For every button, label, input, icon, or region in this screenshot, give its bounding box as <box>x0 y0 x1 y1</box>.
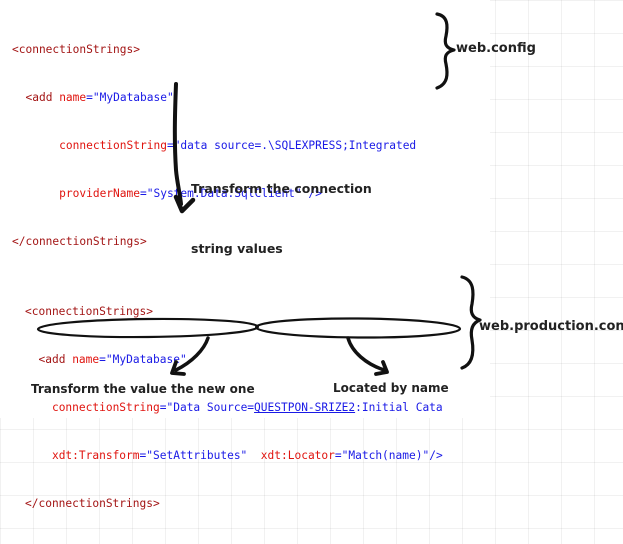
provider-name-value: "System.Data.SqlClient" <box>146 187 302 200</box>
top-line-3: connectionString="data source=.\SQLEXPRE… <box>12 138 416 154</box>
self-close: /> <box>429 449 443 462</box>
top-line-4: providerName="System.Data.SqlClient" /> <box>12 186 416 202</box>
bottom-line-1: <connectionStrings> <box>25 304 443 320</box>
equals: = <box>159 401 167 414</box>
transform-ellipse <box>36 317 260 339</box>
connection-string-attr: connectionString <box>59 139 167 152</box>
equals: = <box>139 187 147 200</box>
connection-string-value: "data source=.\SQLEXPRESS;Integrated <box>173 139 417 152</box>
name-attr: name <box>59 91 87 104</box>
top-xml-block: <connectionStrings> <add name="MyDatabas… <box>12 10 416 282</box>
provider-name-attr: providerName <box>59 187 140 200</box>
note-line-2: string values <box>191 241 283 256</box>
name-value: "MyDatabase" <box>105 353 187 366</box>
note-line-1: Transform the connection <box>191 181 372 196</box>
add-tag: <add <box>25 91 53 104</box>
top-curly-brace <box>435 12 456 90</box>
sketch-overlay <box>36 12 482 376</box>
xdt-transform-attr: xdt:Transform <box>51 449 140 462</box>
web-config-label: web.config <box>456 41 536 56</box>
xdt-locator-attr: xdt:Locator <box>260 449 335 462</box>
equals: = <box>166 139 174 152</box>
located-by-name-note: Located by name <box>333 381 449 395</box>
connection-string-value-suffix: :Initial Cata <box>355 401 443 414</box>
name-attr: name <box>72 353 100 366</box>
transform-arrow-shaft <box>172 82 183 206</box>
top-line-5: </connectionStrings> <box>12 234 416 250</box>
bottom-curly-brace <box>460 275 482 370</box>
bottom-line-2: <add name="MyDatabase" <box>25 352 443 368</box>
diagram-canvas: <connectionStrings> <add name="MyDatabas… <box>0 0 623 510</box>
transform-connection-note: Transform the connection string values <box>191 139 372 299</box>
locator-note-arrow-head <box>374 360 389 376</box>
close-tag: </connectionStrings> <box>25 497 160 510</box>
top-line-1: <connectionStrings> <box>12 42 416 58</box>
transform-value-note: Transform the value the new one <box>31 382 255 396</box>
locator-ellipse <box>254 317 462 339</box>
open-tag: <connectionStrings> <box>12 43 140 56</box>
locator-note-arrow <box>346 336 386 372</box>
equals: = <box>334 449 342 462</box>
xdt-locator-value: "Match(name)" <box>341 449 430 462</box>
self-close: /> <box>308 187 322 200</box>
equals: = <box>99 353 106 366</box>
equals: = <box>86 91 93 104</box>
transform-note-arrow <box>174 336 210 372</box>
server-name-link[interactable]: QUESTPON-SRIZE2 <box>254 401 356 414</box>
bottom-line-4: xdt:Transform="SetAttributes" xdt:Locato… <box>25 448 443 464</box>
xdt-transform-value: "SetAttributes" <box>146 449 248 462</box>
equals: = <box>139 449 147 462</box>
connection-string-attr: connectionString <box>51 401 160 414</box>
close-tag: </connectionStrings> <box>12 235 147 248</box>
top-line-2: <add name="MyDatabase" <box>12 90 416 106</box>
name-value: "MyDatabase" <box>92 91 174 104</box>
bottom-line-5: </connectionStrings> <box>25 496 443 512</box>
connection-string-value-prefix: "Data Source= <box>166 401 255 414</box>
bottom-line-3: connectionString="Data Source=QUESTPON-S… <box>25 400 443 416</box>
transform-note-arrow-head <box>170 360 186 376</box>
open-tag: <connectionStrings> <box>25 305 153 318</box>
paper-background <box>0 0 490 418</box>
transform-arrow-head <box>173 194 196 214</box>
web-production-config-label: web.production.config <box>479 319 623 334</box>
add-tag: <add <box>38 353 66 366</box>
